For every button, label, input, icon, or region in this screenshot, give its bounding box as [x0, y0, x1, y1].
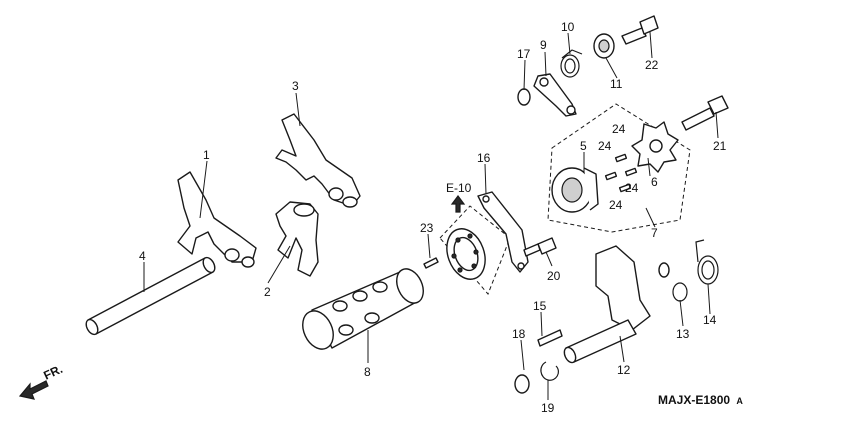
shift-fork-left [177, 171, 257, 268]
callout-21: 21 [713, 139, 727, 153]
callout-7: 7 [651, 226, 658, 240]
drum-pin [423, 257, 439, 269]
callout-3: 3 [292, 79, 299, 93]
callout-6: 6 [651, 175, 658, 189]
callout-24c: 24 [625, 181, 639, 195]
leader-lines [143, 31, 719, 400]
bearing [446, 228, 486, 280]
direction-label: FR. [41, 362, 64, 383]
diagram-code-suffix: A [736, 396, 743, 406]
spindle-circlip [540, 361, 560, 381]
return-spring-collar [658, 262, 688, 302]
front-direction-arrow [18, 380, 49, 400]
callout-14: 14 [703, 313, 717, 327]
callout-12: 12 [617, 363, 631, 377]
callout-5: 5 [580, 139, 587, 153]
callout-13: 13 [676, 327, 690, 341]
callout-15: 15 [533, 299, 547, 313]
drum-center [551, 167, 599, 213]
bearing-dashed-outline [439, 205, 511, 295]
callout-23: 23 [420, 221, 434, 235]
reference-label: E-10 [446, 181, 472, 195]
spindle-washer [514, 374, 530, 394]
shift-drum [302, 268, 424, 350]
drum-center-bolt [681, 95, 729, 131]
stopper-arm-bolt [621, 15, 659, 45]
callouts: 1 2 3 4 5 6 7 8 9 10 11 12 13 14 15 16 1… [139, 20, 727, 415]
stopper-arm-washer [517, 88, 531, 106]
return-spring [695, 239, 719, 285]
stopper-arm-spring [560, 49, 583, 78]
callout-8: 8 [364, 365, 371, 379]
set-plate-bolt [523, 237, 557, 257]
callout-16: 16 [477, 151, 491, 165]
diagram-code: MAJX-E1800 A [658, 393, 743, 407]
dowel-pins [604, 153, 638, 193]
drum-center-dashed-outline [547, 103, 691, 233]
shift-fork-right [275, 113, 361, 208]
callout-19: 19 [541, 401, 555, 415]
stopper-arm [533, 73, 577, 117]
callout-11: 11 [610, 77, 623, 91]
callout-22: 22 [645, 58, 659, 72]
shift-fork-shaft [85, 256, 216, 336]
callout-10: 10 [561, 20, 575, 34]
callout-24a: 24 [612, 122, 626, 136]
callout-1: 1 [203, 148, 210, 162]
callout-24b: 24 [598, 139, 612, 153]
gearshift-spindle [563, 245, 651, 364]
shift-fork-center [275, 201, 319, 277]
callout-17: 17 [517, 47, 531, 61]
stopper-arm-collar [593, 33, 615, 59]
callout-9: 9 [540, 38, 547, 52]
reference-arrow [450, 195, 466, 213]
callout-24d: 24 [609, 198, 623, 212]
callout-18: 18 [512, 327, 526, 341]
callout-2: 2 [264, 285, 271, 299]
drum-stopper-plate [631, 121, 679, 173]
callout-4: 4 [139, 249, 146, 263]
bearing-set-plate [477, 191, 529, 273]
callout-20: 20 [547, 269, 561, 283]
diagram-code-main: MAJX-E1800 [658, 393, 730, 407]
return-spring-pin [537, 329, 563, 347]
